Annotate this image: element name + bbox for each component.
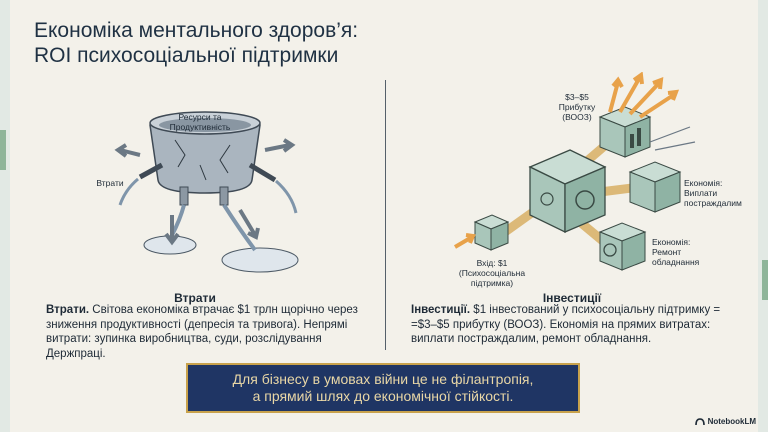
notebooklm-logo-icon bbox=[694, 417, 705, 425]
investment-description: Інвестиції. $1 інвестований у психосоціа… bbox=[411, 303, 731, 347]
conclusion-banner: Для бізнесу в умовах війни це не філантр… bbox=[186, 363, 580, 413]
investment-heading: Інвестиції bbox=[542, 291, 602, 305]
investment-description-bold: Інвестиції. bbox=[411, 304, 471, 316]
title-line-2: ROI психосоціальної підтримки bbox=[34, 44, 339, 67]
leak-label: Втрати bbox=[96, 178, 124, 188]
input-label: Вхід: $1 (Психосоціальна підтримка) bbox=[458, 258, 526, 288]
page-title: Економіка ментального здоров’я: ROI псих… bbox=[34, 18, 358, 68]
column-divider bbox=[385, 80, 386, 350]
banner-line-2: а прямий шлях до економічної стійкості. bbox=[252, 388, 514, 404]
barrel-label: Ресурси та Продуктивність bbox=[169, 112, 231, 132]
brand-name: NotebookLM bbox=[707, 417, 756, 426]
losses-description: Втрати. Світова економіка втрачає $1 трл… bbox=[46, 303, 366, 361]
losses-description-bold: Втрати. bbox=[46, 304, 90, 316]
saving-payouts-label: Економія: Виплати постраждалим bbox=[684, 178, 742, 208]
title-line-1: Економіка ментального здоров’я: bbox=[34, 19, 359, 42]
investment-description-text: $1 інвестований у психосоціальну підтрим… bbox=[411, 304, 721, 345]
losses-heading: Втрати bbox=[174, 291, 216, 305]
profit-label: $3–$5 Прибутку (ВООЗ) bbox=[558, 92, 596, 122]
brand-watermark: NotebookLM bbox=[694, 417, 756, 426]
saving-repair-label: Економія: Ремонт обладнання bbox=[652, 237, 700, 267]
leaking-barrel-illustration bbox=[114, 111, 299, 273]
investment-machine-illustration bbox=[453, 72, 696, 271]
left-edge-accent bbox=[0, 0, 10, 432]
banner-line-1: Для бізнесу в умовах війни це не філантр… bbox=[232, 371, 534, 387]
losses-description-text: Світова економіка втрачає $1 трлн щорічн… bbox=[46, 304, 358, 360]
right-edge-accent bbox=[758, 0, 768, 432]
